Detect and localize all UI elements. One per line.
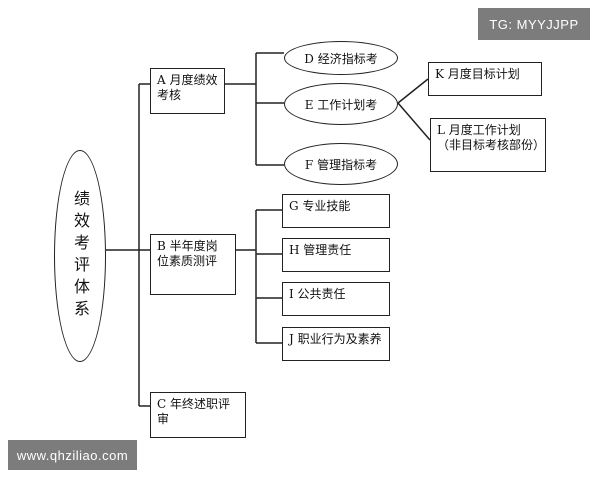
node-g-professional-skills: G 专业技能 [282, 194, 390, 228]
node-f-management-indicators: F 管理指标考 [284, 143, 398, 185]
watermark-top: TG: MYYJJPP [478, 8, 590, 40]
node-h-management-responsibility: H 管理责任 [282, 238, 390, 272]
node-l-monthly-work-plan: L 月度工作计划（非目标考核部份） [430, 118, 546, 172]
watermark-bottom: www.qhziliao.com [8, 440, 137, 470]
node-c-year-end-review: C 年终述职评审 [150, 392, 246, 438]
node-e-work-plan: E 工作计划考 [284, 83, 398, 125]
root-node: 绩效考评体系 [54, 150, 106, 362]
node-k-monthly-target-plan: K 月度目标计划 [428, 62, 542, 96]
node-b-half-year-evaluation: B 半年度岗位素质测评 [150, 234, 236, 295]
node-d-economic-indicators: D 经济指标考 [284, 41, 398, 75]
root-label: 绩效考评体系 [71, 190, 90, 322]
node-j-professional-conduct: J 职业行为及素养 [282, 327, 390, 361]
node-i-public-responsibility: I 公共责任 [282, 282, 390, 316]
node-a-monthly-review: A 月度绩效考核 [150, 68, 225, 114]
